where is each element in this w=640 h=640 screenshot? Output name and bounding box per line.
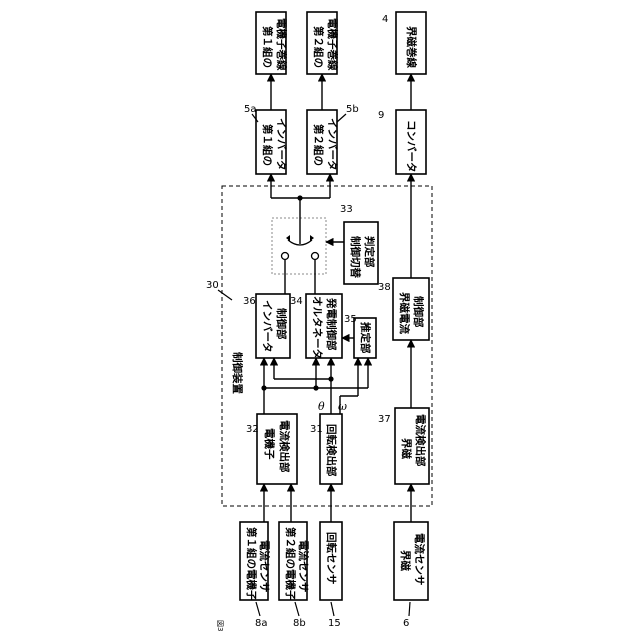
inverter-b-line1: 第２組の [312, 124, 325, 166]
switch-judge-ref: 33 [340, 204, 353, 215]
armature-winding-b-block: 第２組の 電機子巻線 [307, 12, 339, 74]
field-sensor-line1: 界磁 [399, 550, 412, 571]
inverter-controller-line2: 制御部 [275, 308, 288, 340]
armature-detector-line2: 電流検出部 [278, 420, 291, 473]
rotation-sensor-ref: 15 [328, 618, 341, 629]
field-current-controller-block: 界磁電流 制御部 [393, 278, 429, 340]
second-winding-sensor-line2: 電流センサ [297, 540, 310, 593]
field-sensor-leader [409, 602, 410, 616]
winding-b-line1: 第２組の [312, 26, 325, 68]
first-winding-sensor-ref: 8a [255, 618, 268, 629]
inverter-controller-block: インバータ 制御部 [256, 294, 290, 358]
switch-contact-inverter [282, 253, 289, 260]
winding-b-line2: 電機子巻線 [326, 18, 339, 71]
rotation-sensor-leader [331, 602, 334, 616]
omega-signal-label: ω [338, 400, 347, 413]
rotation-detector-ref: 31 [310, 424, 323, 435]
inverter-b-ref: 5b [346, 104, 359, 115]
alternator-controller-line2: 発電制御部 [325, 297, 338, 351]
junction-switch-output [297, 195, 302, 200]
rotation-detector-block: 回転検出部 [320, 414, 342, 484]
control-device-label: 制御装置 [231, 352, 244, 394]
field-winding-ref: 4 [382, 14, 388, 25]
first-winding-sensor-leader [256, 602, 260, 616]
inverter-b-line2: インバータ [326, 118, 338, 171]
field-detector-line1: 界磁 [400, 438, 413, 459]
inverter-a-line2: インバータ [275, 118, 287, 171]
second-winding-sensor-line1: 第２組の電機子 [284, 527, 297, 601]
armature-detector-line1: 電機子 [263, 428, 276, 460]
field-sensor-block: 界磁 電流センサ [394, 522, 428, 600]
second-winding-sensor-ref: 8b [293, 618, 306, 629]
converter-label: コンバータ [405, 120, 417, 173]
inverter-controller-line1: インバータ [261, 300, 273, 353]
rotation-sensor-label: 回転センサ [325, 532, 338, 585]
field-controller-line1: 界磁電流 [398, 292, 411, 334]
estimator-label: 推定部 [359, 322, 372, 354]
field-current-detector-block: 界磁 電流検出部 [395, 408, 429, 484]
field-detector-ref: 37 [378, 414, 391, 425]
theta-signal-label: θ [318, 400, 325, 413]
converter-block: コンバータ [396, 110, 426, 174]
inverter-a-block: 第１組の インバータ [256, 110, 287, 174]
field-controller-line2: 制御部 [412, 296, 425, 328]
alternator-controller-block: オルタネータ 発電制御部 [306, 294, 342, 359]
first-winding-sensor-line1: 第１組の電機子 [245, 527, 258, 601]
inverter-b-block: 第２組の インバータ [307, 110, 338, 174]
estimator-ref: 35 [344, 314, 357, 325]
winding-a-line1: 第１組の [261, 26, 274, 68]
winding-a-line2: 電機子巻線 [275, 18, 288, 71]
control-switch-box [272, 218, 326, 274]
control-switch-judge-block: 制御切替 判定部 [344, 222, 378, 284]
control-device-ref-leader [218, 290, 232, 300]
armature-current-detector-block: 電機子 電流検出部 [257, 414, 297, 484]
switch-judge-line1: 制御切替 [349, 236, 362, 278]
inverter-a-line1: 第１組の [261, 124, 274, 166]
alternator-controller-ref: 34 [290, 296, 303, 307]
switch-contact-alternator [312, 253, 319, 260]
alternator-controller-line1: オルタネータ [311, 296, 323, 359]
first-winding-sensor-block: 第１組の電機子 電流センサ [240, 522, 271, 601]
rotation-sensor-block: 回転センサ [320, 522, 342, 600]
second-winding-sensor-leader [295, 602, 299, 616]
field-sensor-line2: 電流センサ [413, 533, 426, 586]
second-winding-sensor-block: 第２組の電機子 電流センサ [279, 522, 310, 601]
field-sensor-ref: 6 [403, 618, 409, 629]
inverter-a-ref: 5a [244, 104, 257, 115]
field-winding-label: 界磁巻線 [405, 26, 418, 68]
switch-judge-line2: 判定部 [363, 236, 376, 268]
armature-winding-a-block: 第１組の 電機子巻線 [256, 12, 288, 74]
rotation-detector-label: 回転検出部 [325, 424, 338, 477]
field-detector-line2: 電流検出部 [414, 414, 427, 467]
first-winding-sensor-line2: 電流センサ [258, 540, 271, 593]
field-controller-ref: 38 [378, 282, 391, 293]
inverter-controller-ref: 36 [243, 296, 256, 307]
figure-label: 図3 [216, 620, 224, 631]
estimator-block: 推定部 [354, 318, 376, 358]
control-device-ref: 30 [206, 280, 219, 291]
field-winding-block: 界磁巻線 [396, 12, 426, 74]
converter-ref: 9 [378, 110, 384, 121]
armature-detector-ref: 32 [246, 424, 259, 435]
